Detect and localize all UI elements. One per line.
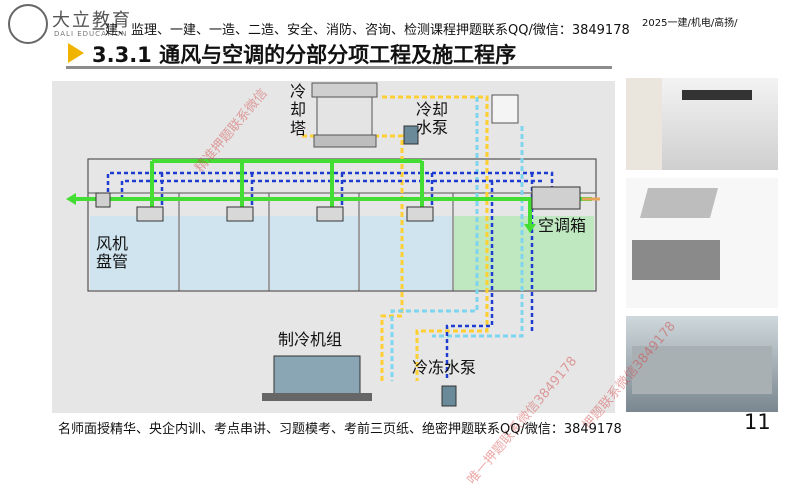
hvac-diagram: 冷 却 塔 冷却 水泵 风机 盘管 空调箱 制冷机组 冷冻水泵 bbox=[52, 81, 615, 413]
supply-arrow-icon bbox=[524, 224, 536, 233]
room-2 bbox=[180, 216, 268, 290]
cooling-supply-pipe bbox=[382, 95, 489, 381]
fan-coil-unit-photo bbox=[626, 178, 778, 308]
chilled-pump-icon bbox=[441, 385, 457, 407]
duct-system bbox=[74, 159, 592, 226]
expansion-tank-icon bbox=[491, 94, 519, 124]
return-pipe-a bbox=[390, 97, 479, 381]
chiller-label: 制冷机组 bbox=[278, 330, 343, 349]
top-banner: 一建、监理、一建、一造、二造、安全、消防、咨询、检测课程押题联系QQ/微信：38… bbox=[92, 23, 630, 38]
fan-coil-4 bbox=[406, 206, 434, 222]
room-1 bbox=[90, 216, 178, 290]
cooling-tower-photo bbox=[626, 316, 778, 412]
logo-text: 大立教育 bbox=[52, 10, 132, 31]
title-underline bbox=[66, 66, 612, 69]
chilled-riser bbox=[445, 181, 494, 381]
ahu-label: 空调箱 bbox=[538, 216, 587, 235]
logo-icon bbox=[8, 4, 48, 44]
return-water-loop bbox=[390, 97, 524, 381]
fan-coil-units bbox=[136, 206, 434, 222]
cooling-tower-icon bbox=[311, 82, 378, 148]
wall bbox=[626, 78, 662, 170]
cooling-tower-label: 冷 却 塔 bbox=[290, 82, 307, 138]
fcu-bottom bbox=[632, 240, 720, 280]
slide-title: 3.3.1 通风与空调的分部分项工程及施工程序 bbox=[92, 43, 517, 67]
hvac-diagram-svg bbox=[66, 82, 600, 407]
fan-coil-3 bbox=[316, 206, 344, 222]
footer-text: 名师面授精华、央企内训、考点串讲、习题模考、考前三页纸、绝密押题联系QQ/微信：… bbox=[58, 422, 622, 437]
room-4 bbox=[360, 216, 452, 290]
fan-coil-1 bbox=[136, 206, 164, 222]
ahu-unit bbox=[531, 186, 581, 210]
chiller-icon bbox=[262, 355, 372, 401]
room-3 bbox=[270, 216, 358, 290]
course-tag: 2025一建/机电/高扬/ bbox=[642, 18, 738, 29]
ceiling-vent bbox=[682, 90, 752, 100]
fan-coil-2 bbox=[226, 206, 254, 222]
chilled-pump-label: 冷冻水泵 bbox=[412, 358, 477, 377]
chilled-drops bbox=[160, 173, 434, 216]
exhaust-arrow-icon bbox=[66, 193, 76, 205]
cooling-pump-icon bbox=[403, 125, 419, 145]
return-pipe-b bbox=[432, 126, 524, 338]
cooling-pump-label: 冷却 水泵 bbox=[416, 100, 449, 138]
exhaust-box bbox=[95, 192, 111, 208]
fan-coil-label: 风机 盘管 bbox=[96, 234, 129, 272]
logo-subtext: DALI EDUCATION bbox=[54, 30, 128, 38]
tower-body bbox=[632, 346, 772, 394]
fcu-top bbox=[639, 188, 719, 218]
page-number: 11 bbox=[744, 410, 771, 434]
ceiling-fan-coil-photo bbox=[626, 78, 778, 170]
title-arrow-icon bbox=[68, 43, 84, 63]
branch-ducts bbox=[150, 161, 424, 216]
chilled-return-header bbox=[120, 179, 542, 199]
